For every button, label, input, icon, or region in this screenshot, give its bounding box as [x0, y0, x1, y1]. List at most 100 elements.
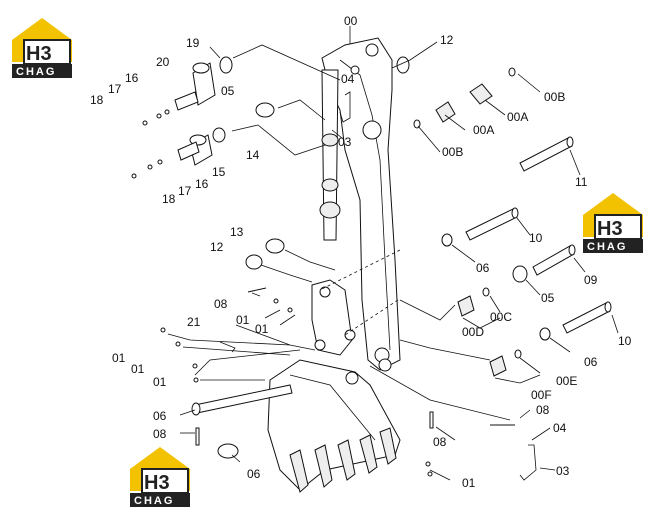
plate-16-lower [177, 141, 200, 161]
callout-18-lower: 18 [162, 192, 176, 206]
callout-01-upper-b: 01 [255, 322, 269, 336]
bushing-00f [489, 355, 507, 377]
callout-00a-left: 00A [473, 123, 494, 137]
callout-11: 11 [575, 175, 588, 189]
logo-top-left: H3 CHAG [12, 18, 72, 78]
bolt-08-lower-mid [429, 411, 434, 429]
callout-10-upper: 10 [529, 231, 543, 245]
bucket-tooth [379, 427, 397, 465]
plate-16-upper [174, 91, 199, 111]
arm-pin-bore-top [365, 43, 379, 57]
small-fasteners [131, 91, 537, 481]
clip-03-upper [339, 91, 351, 123]
ring-13 [265, 238, 285, 254]
bucket [267, 358, 401, 493]
ring-06-lower [539, 327, 551, 341]
callout-17-lower: 17 [178, 184, 192, 198]
bolt-08-lower-left [195, 427, 200, 446]
callout-04-lower: 04 [553, 421, 567, 435]
logo-word: CHAG [16, 66, 56, 78]
callout-00b-top: 00B [544, 90, 565, 104]
callout-01-left-a: 01 [112, 351, 126, 365]
callout-16-lower: 16 [195, 177, 209, 191]
callout-18-upper: 18 [90, 93, 104, 107]
bushing-00d [457, 295, 475, 317]
bolt-08-upper [247, 287, 267, 293]
bucket-shell [267, 359, 401, 491]
bushing-00a-top [469, 83, 493, 105]
ring-05-lower [512, 265, 528, 283]
logo-right: H3 CHAG [583, 193, 643, 253]
callout-00e: 00E [556, 374, 577, 388]
logo-mark: H3 [597, 218, 623, 240]
callout-12-lower: 12 [210, 240, 224, 254]
callout-01-left-c: 01 [153, 375, 167, 389]
callout-labels: 00 12 19 20 16 17 18 04 05 03 00B 00A 00… [90, 14, 632, 490]
callout-09: 09 [584, 273, 598, 287]
ring-06-upper [441, 233, 453, 247]
callout-04-upper: 04 [341, 72, 355, 86]
callout-00a-right: 00A [507, 110, 528, 124]
pin-09 [532, 244, 576, 276]
bucket-tooth [337, 439, 356, 481]
logo-bottom-left: H3 CHAG [130, 447, 190, 507]
pin-11 [519, 136, 574, 172]
callout-16-upper: 16 [125, 71, 139, 85]
callout-05-upper: 05 [221, 84, 235, 98]
callout-20: 20 [156, 55, 170, 69]
callout-03-lower: 03 [556, 464, 570, 478]
callout-08-upper: 08 [214, 297, 228, 311]
callout-00b-mid: 00B [442, 145, 463, 159]
callout-00: 00 [344, 14, 358, 28]
bushing-00a-mid [435, 101, 456, 123]
callout-19: 19 [186, 36, 200, 50]
callout-13: 13 [230, 225, 244, 239]
callout-05-lower: 05 [541, 291, 555, 305]
callout-06-bottom: 06 [247, 467, 261, 481]
bucket-tooth [289, 449, 309, 493]
ring-12-top [396, 56, 410, 74]
callout-08-right: 08 [536, 403, 550, 417]
callout-00c: 00C [490, 310, 512, 324]
logo-word: CHAG [134, 495, 174, 507]
pin-lower-long [191, 384, 293, 416]
bucket-link [311, 279, 353, 356]
ring-19 [219, 56, 233, 74]
callout-01-bottom: 01 [462, 476, 476, 490]
callout-15: 15 [212, 165, 226, 179]
ring-14 [212, 127, 226, 143]
arm-assembly [311, 37, 401, 371]
ring-12-lower [245, 254, 263, 270]
ring-06-bottom [217, 443, 239, 459]
callout-08-bottom: 08 [433, 435, 447, 449]
ring-05-upper [255, 102, 275, 118]
logo-mark: H3 [26, 43, 52, 65]
callout-03-upper: 03 [338, 135, 352, 149]
pin-20 [192, 62, 216, 106]
callout-06-left: 06 [153, 409, 167, 423]
callout-12-top: 12 [440, 33, 454, 47]
pin-10-upper [465, 207, 519, 241]
clip-03-lower [519, 444, 537, 481]
callout-00f: 00F [531, 388, 552, 402]
ring-00c [482, 287, 490, 297]
callout-01-left-b: 01 [131, 362, 145, 376]
bucket-tooth [314, 444, 333, 488]
pin-10-lower [562, 301, 612, 334]
callout-10-lower: 10 [618, 334, 632, 348]
callout-17-upper: 17 [108, 82, 122, 96]
callout-21: 21 [187, 315, 201, 329]
callout-00d: 00D [462, 325, 484, 339]
logo-mark: H3 [144, 472, 170, 494]
callout-08-left: 08 [153, 427, 167, 441]
callout-14: 14 [246, 148, 260, 162]
callout-06-lower: 06 [584, 355, 598, 369]
arm-pin-bore-mid [362, 120, 382, 140]
leader-lines [167, 26, 619, 481]
ring-00b-top [508, 67, 516, 77]
ring-00e [514, 349, 522, 359]
logo-word: CHAG [587, 241, 627, 253]
callout-06-upper: 06 [476, 261, 490, 275]
